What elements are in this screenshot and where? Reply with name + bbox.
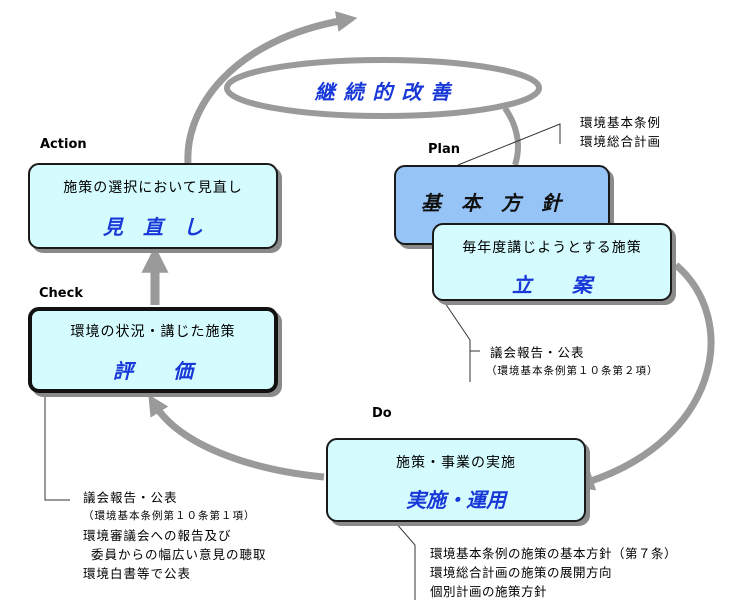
plan-box-title: 立 案	[512, 273, 592, 297]
arrow-action-to-cycle	[184, 11, 358, 164]
do-box-subtitle: 施策・事業の実施	[396, 455, 516, 471]
note-check: 議会報告・公表 （環境基本条例第１０条第１項） 環境審議会への報告及び 委員から…	[83, 488, 267, 583]
note-plan-bottom: 議会報告・公表 （環境基本条例第１０条第２項）	[486, 343, 659, 381]
note-line: 議会報告・公表	[83, 490, 178, 505]
policy-box-title: 基 本 方 針	[421, 191, 561, 215]
note-line: 環境総合計画	[580, 134, 662, 149]
do-box-title: 実施・運用	[406, 488, 506, 512]
note-line: 議会報告・公表	[490, 345, 585, 360]
note-line: （環境基本条例第１０条第２項）	[486, 365, 659, 377]
note-line: 環境総合計画の施策の展開方向	[430, 565, 613, 580]
arrow-cycle-to-plan	[502, 106, 521, 166]
leader-do	[393, 521, 535, 600]
stage-label-action: Action	[40, 137, 87, 152]
stage-label-check: Check	[39, 286, 83, 301]
note-plan-top: 環境基本条例 環境総合計画	[580, 113, 661, 151]
cycle-ellipse	[224, 57, 542, 119]
arrow-plan-to-do	[572, 262, 715, 491]
leader-check	[44, 395, 70, 501]
check-box: 環境の状況・講じた施策 評 価	[28, 307, 278, 393]
do-box: 施策・事業の実施 実施・運用	[326, 438, 586, 522]
action-box-title: 見 直 し	[103, 215, 203, 239]
note-line: 環境基本条例の施策の基本方針（第７条）	[430, 546, 678, 561]
note-line: 環境審議会への報告及び	[83, 528, 232, 543]
check-box-title: 評 価	[113, 359, 193, 383]
cycle-title: 継 続 的 改 善	[314, 80, 452, 104]
note-do: 環境基本条例の施策の基本方針（第７条） 環境総合計画の施策の展開方向 個別計画の…	[430, 544, 677, 601]
action-box-subtitle: 施策の選択において見直し	[63, 180, 243, 196]
check-box-subtitle: 環境の状況・講じた施策	[70, 324, 236, 340]
note-line: 委員からの幅広い意見の聴取	[91, 547, 267, 562]
note-line: （環境基本条例第１０条第１項）	[83, 510, 256, 522]
action-box: 施策の選択において見直し 見 直 し	[28, 163, 278, 249]
note-line: 環境白書等で公表	[83, 566, 192, 581]
leader-plan-top	[457, 123, 561, 166]
arrow-do-to-check	[148, 394, 325, 481]
stage-label-plan: Plan	[428, 142, 461, 157]
note-line: 環境基本条例	[580, 115, 662, 130]
plan-box-subtitle: 毎年度講じようとする施策	[462, 240, 642, 256]
leader-plan-bottom	[442, 299, 471, 382]
note-line: 個別計画の施策方針	[430, 584, 548, 599]
stage-label-do: Do	[372, 406, 392, 421]
plan-box: 毎年度講じようとする施策 立 案	[432, 223, 672, 301]
